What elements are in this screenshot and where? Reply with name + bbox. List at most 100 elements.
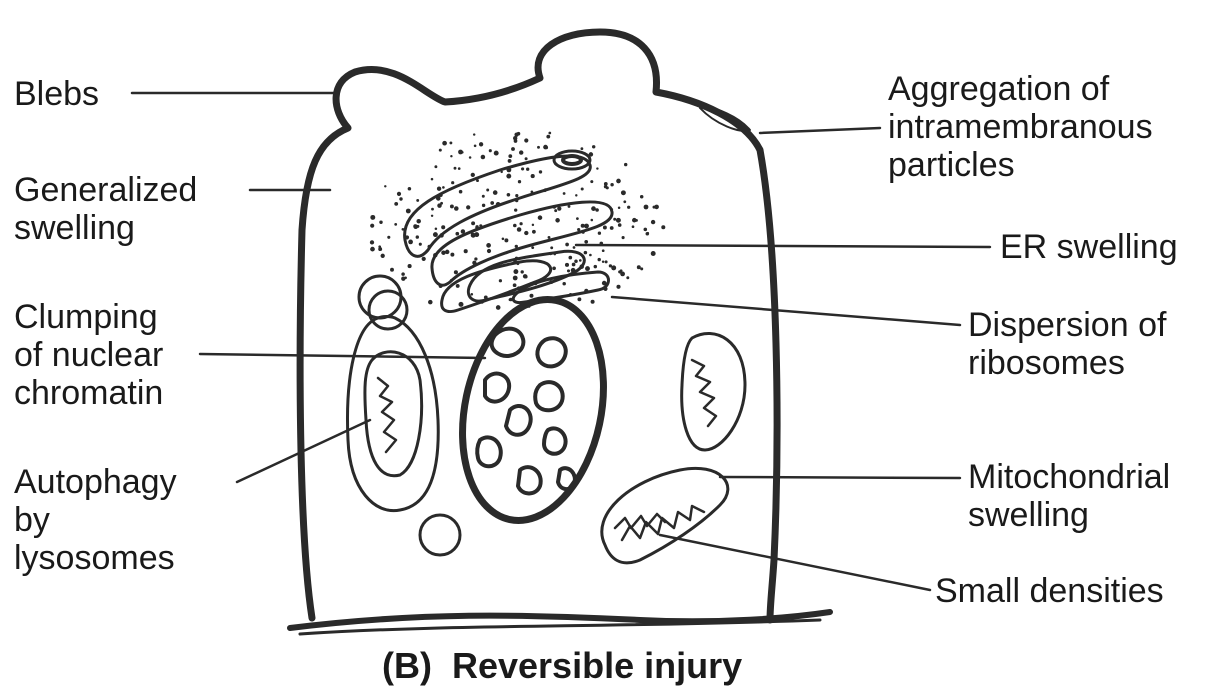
- ribosome-dot: [623, 200, 626, 203]
- ribosome-dot: [451, 181, 454, 184]
- ribosome-dot: [532, 230, 536, 234]
- ribosome-dot: [518, 180, 521, 183]
- ribosome-dot: [479, 142, 483, 146]
- ribosome-dot: [538, 215, 543, 220]
- ribosome-dot: [529, 282, 531, 284]
- ribosome-dot: [476, 179, 479, 182]
- ribosome-dot: [603, 226, 607, 230]
- ribosome-dot: [500, 171, 502, 173]
- ribosome-dot: [531, 246, 534, 249]
- ribosome-dot: [572, 263, 576, 267]
- label-mito-line1: Mitochondrial: [968, 458, 1170, 496]
- ribosome-dot: [437, 187, 441, 191]
- ribosome-dot: [370, 240, 374, 244]
- ribosome-dot: [581, 147, 584, 150]
- ribosome-dot: [521, 167, 524, 170]
- ribosome-dot: [458, 167, 461, 170]
- ribosome-dot: [519, 150, 523, 154]
- ribosome-dot: [416, 235, 419, 238]
- ribosome-dot: [569, 293, 572, 296]
- ribosome-dot: [589, 254, 592, 257]
- ribosome-dot: [413, 224, 417, 228]
- autophagic-vacuole: [348, 317, 439, 511]
- ribosome-dot: [449, 141, 452, 144]
- ribosome-dot: [489, 149, 492, 152]
- ribosome-dot: [613, 218, 616, 221]
- ribosome-dot: [454, 206, 459, 211]
- ribosome-dot: [422, 257, 426, 261]
- ribosome-dot: [651, 251, 656, 256]
- ribosome-dot: [647, 232, 649, 234]
- ribosome-dot: [550, 246, 553, 249]
- ribosome-dot: [408, 187, 412, 191]
- ribosome-dot: [387, 236, 390, 239]
- label-clumping-chromatin: Clumping of nuclear chromatin: [14, 298, 163, 412]
- ribosome-dot: [626, 276, 629, 279]
- ribosome-dot: [405, 235, 409, 239]
- ribosome-dot: [585, 266, 590, 271]
- ribosome-dot: [622, 236, 625, 239]
- label-generalized-swelling: Generalized swelling: [14, 171, 197, 247]
- ribosome-dot: [456, 284, 460, 288]
- ribosome-dot: [454, 167, 457, 170]
- label-autophagy-line2: by: [14, 501, 177, 539]
- ribosome-dot: [506, 167, 511, 172]
- vacuole-mitochondrion: [365, 352, 422, 476]
- ribosome-dot: [408, 240, 413, 245]
- label-dispersion-line1: Dispersion of: [968, 306, 1166, 344]
- ribosome-dot: [605, 260, 608, 263]
- ribosome-dot: [531, 174, 535, 178]
- ribosome-dot: [450, 253, 454, 257]
- ribosome-dot: [439, 149, 442, 152]
- ribosome-dot: [575, 194, 577, 196]
- label-aggregation-line2: intramembranous: [888, 108, 1153, 146]
- ribosome-dot: [525, 157, 528, 160]
- ribosome-dot: [598, 232, 601, 235]
- ribosome-dot: [473, 133, 475, 135]
- ribosome-dot: [454, 270, 458, 274]
- ribosome-dot: [406, 209, 411, 214]
- label-small-densities: Small densities: [935, 572, 1164, 610]
- ribosome-dot: [519, 222, 522, 225]
- ribosome-dot: [513, 260, 517, 264]
- ribosome-dot: [455, 232, 459, 236]
- ribosome-dot: [486, 189, 489, 192]
- ribosome-dot: [370, 224, 374, 228]
- ribosome-dot: [513, 283, 517, 287]
- ribosome-dot: [401, 272, 405, 276]
- ribosome-dot: [515, 194, 518, 197]
- lysosome-cap: [369, 291, 407, 329]
- ribosome-dot: [571, 268, 576, 273]
- ribosome-dot: [565, 243, 569, 247]
- ribosome-dot: [513, 276, 518, 281]
- ribosome-dot: [461, 229, 465, 233]
- ribosome-dot: [517, 262, 520, 265]
- ribosome-dot: [517, 227, 522, 232]
- ribosome-dot: [632, 225, 635, 228]
- ribosome-dot: [552, 266, 556, 270]
- ribosome-dot: [428, 300, 433, 305]
- ribosome-dot: [602, 260, 604, 262]
- ribosome-dot: [549, 280, 553, 284]
- ribosome-dot: [474, 257, 477, 260]
- ribosome-dot: [610, 226, 614, 230]
- label-autophagy-line1: Autophagy: [14, 463, 177, 501]
- label-aggregation-line1: Aggregation of: [888, 70, 1153, 108]
- ribosome-dot: [471, 173, 475, 177]
- ribosome-dot: [544, 188, 547, 191]
- ribosome-dot: [584, 251, 588, 255]
- nucleus: [443, 286, 623, 533]
- ribosome-dot: [381, 254, 385, 258]
- label-mitochondrial-swelling: Mitochondrial swelling: [968, 458, 1170, 534]
- label-generalized-swelling-line1: Generalized: [14, 171, 197, 209]
- ribosome-dot: [399, 197, 402, 200]
- ribosome-dot: [431, 208, 434, 211]
- ribosome-dot: [562, 282, 565, 285]
- cell-membrane: [300, 32, 777, 620]
- ribosome-dot: [568, 205, 571, 208]
- ribosome-dot: [644, 228, 648, 232]
- ribosome-dot: [401, 277, 405, 281]
- ribosome-dot: [494, 151, 499, 156]
- ribosome-dot: [596, 167, 598, 169]
